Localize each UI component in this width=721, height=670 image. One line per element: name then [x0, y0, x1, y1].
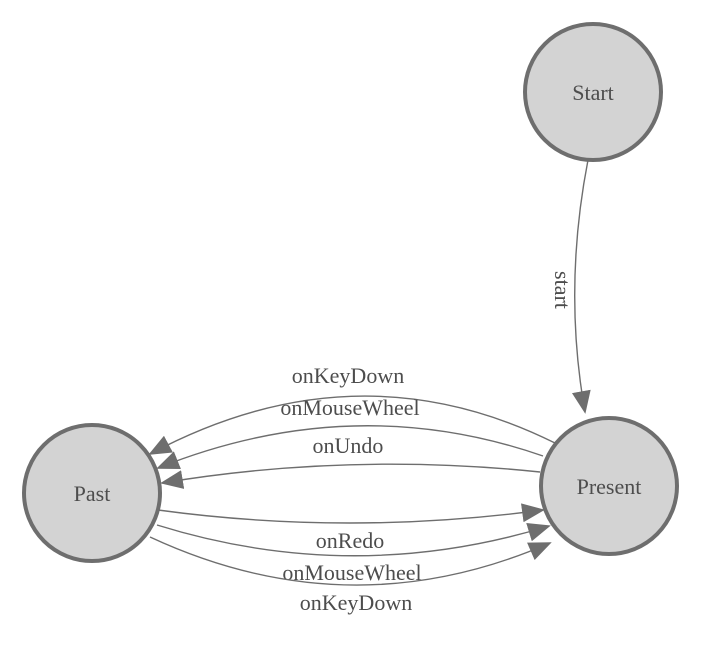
edge-present-to-past-onkeydown: onKeyDown: [148, 363, 556, 455]
edge-label-onundo: onUndo: [313, 433, 384, 458]
edge-label-onmousewheel-top: onMouseWheel: [280, 395, 419, 420]
edge-label-onmousewheel-bottom: onMouseWheel: [282, 560, 421, 585]
node-present[interactable]: Present: [539, 416, 679, 556]
edge-line-start: [571, 159, 591, 414]
edge-present-to-past-onmousewheel: onMouseWheel: [156, 395, 544, 470]
past-node-label: Past: [74, 481, 111, 506]
edge-group: start onKeyDown onMouseWheel onUndo onRe…: [148, 159, 591, 615]
node-start[interactable]: Start: [523, 22, 663, 162]
edge-label-onkeydown-top: onKeyDown: [292, 363, 404, 388]
edge-line-onmousewheel-bottom: [156, 523, 551, 557]
edge-past-to-present-onredo: onRedo: [157, 503, 545, 553]
edge-label-onredo: onRedo: [316, 528, 384, 553]
edge-start-to-present: start: [550, 159, 591, 414]
start-node-label: Start: [572, 80, 614, 105]
edge-present-to-past-onundo: onUndo: [160, 433, 541, 489]
edge-line-onmousewheel-top: [156, 425, 544, 470]
edge-line-onkeydown-bottom: [149, 536, 552, 586]
node-past[interactable]: Past: [22, 423, 162, 563]
edge-line-onundo: [160, 463, 541, 489]
edge-label-start: start: [550, 271, 575, 309]
present-node-label: Present: [577, 474, 642, 499]
past-node-circle[interactable]: [22, 423, 162, 563]
edge-past-to-present-onkeydown: onKeyDown: [149, 536, 552, 615]
edge-line-onkeydown-top: [148, 395, 556, 455]
edge-line-onredo: [157, 503, 545, 524]
start-node-circle[interactable]: [523, 22, 663, 162]
present-node-circle[interactable]: [539, 416, 679, 556]
edge-label-onkeydown-bottom: onKeyDown: [300, 590, 412, 615]
edge-past-to-present-onmousewheel: onMouseWheel: [156, 523, 551, 585]
